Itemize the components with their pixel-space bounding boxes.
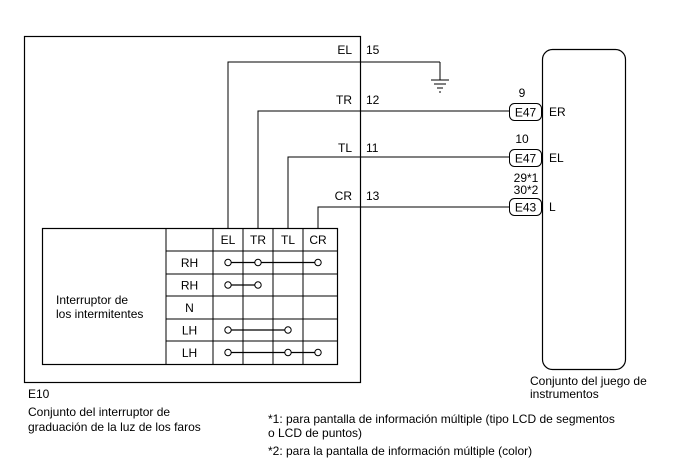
connector-id-l: E43 <box>515 201 537 215</box>
cluster-pin-er: 9 <box>519 86 526 100</box>
switch-assembly-box <box>23 35 362 384</box>
connector-er: E47 <box>509 103 542 121</box>
wire-el <box>227 61 440 228</box>
switch-connector-id: E10 <box>28 387 50 401</box>
terminal-pin-cr: 13 <box>366 189 380 203</box>
connection-point-cr <box>314 348 322 357</box>
table-header-tr: TR <box>250 233 266 247</box>
wire-cr <box>317 206 509 228</box>
switch-table-text: EL TR TL CR RH RH N LH LH <box>181 233 327 360</box>
ground-icon <box>431 79 449 93</box>
switch-table <box>41 227 339 366</box>
table-row-position: RH <box>181 279 198 293</box>
switch-name-line2: graduación de la luz de los faros <box>28 420 201 434</box>
switch-connections <box>224 258 322 357</box>
connection-point-el <box>224 281 232 289</box>
connection-point-el <box>224 258 232 267</box>
connection-point-tr <box>254 258 262 267</box>
switch-name-line1: Conjunto del interruptor de <box>28 405 171 419</box>
switch-wires <box>227 61 509 228</box>
connection-point-el <box>224 348 232 357</box>
cluster-terminal-er: ER <box>549 105 566 119</box>
connector-l: E43 <box>509 198 542 216</box>
terminal-label-cr: CR <box>335 189 353 203</box>
table-header-el: EL <box>221 233 236 247</box>
wire-tl <box>287 156 509 228</box>
note-2-line1: *2: para la pantalla de información múlt… <box>268 444 533 458</box>
cluster-pin-l-2: 30*2 <box>514 183 539 197</box>
table-row-position: N <box>185 301 194 315</box>
turn-switch-name-line2: los intermitentes <box>56 307 143 321</box>
instrument-cluster-box <box>541 48 627 371</box>
connector-id-el: E47 <box>515 152 537 166</box>
connection-point-el <box>224 326 232 334</box>
connector-id-er: E47 <box>515 106 537 120</box>
turn-switch-name-line1: Interruptor de <box>56 293 128 307</box>
connection-point-tr <box>254 281 262 289</box>
connector-el: E47 <box>509 149 542 167</box>
cluster-name-line1: Conjunto del juego de <box>530 374 647 388</box>
cluster-pin-el: 10 <box>515 132 529 146</box>
terminal-label-el: EL <box>337 43 352 57</box>
table-row-position: LH <box>182 346 197 360</box>
connection-point-cr <box>314 258 322 267</box>
terminal-pin-el: 15 <box>366 43 380 57</box>
table-row-position: LH <box>182 324 197 338</box>
table-header-cr: CR <box>309 233 327 247</box>
table-header-tl: TL <box>281 233 295 247</box>
terminal-label-tr: TR <box>336 93 352 107</box>
note-1-line1: *1: para pantalla de información múltipl… <box>268 412 615 426</box>
connection-point-tl <box>284 348 292 357</box>
cluster-terminal-l: L <box>549 200 556 214</box>
terminal-pin-tr: 12 <box>366 93 380 107</box>
note-1-line2: o LCD de puntos) <box>268 426 363 440</box>
table-row-position: RH <box>181 256 198 270</box>
cluster-pin-l-1: 29*1 <box>514 171 539 185</box>
terminal-pin-tl: 11 <box>366 141 379 155</box>
cluster-name-line2: instrumentos <box>530 387 599 401</box>
connection-point-tl <box>284 326 292 334</box>
wire-tr <box>257 110 509 228</box>
cluster-terminal-el: EL <box>549 151 564 165</box>
terminal-label-tl: TL <box>338 141 352 155</box>
